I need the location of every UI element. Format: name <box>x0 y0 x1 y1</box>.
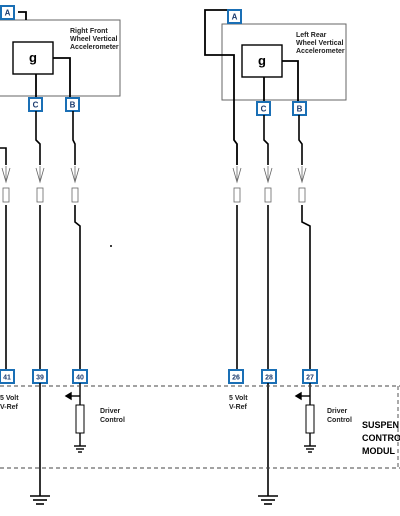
left-rear-sensor-housing <box>221 23 347 101</box>
left-rear-label-line3: Accelerometer <box>296 48 345 55</box>
lr-pin-26: 26 <box>228 369 244 384</box>
rf-driver-control-circuit <box>64 383 86 453</box>
rf-driver-label-line1: Driver <box>100 408 121 415</box>
svg-text:39: 39 <box>36 375 44 382</box>
rf-driver-label-line2: Control <box>100 417 125 424</box>
rf-connector-b: B <box>65 97 80 112</box>
lr-driver-label-line1: Driver <box>327 408 348 415</box>
lr-vref-label-line1: 5 Volt <box>229 395 248 402</box>
right-front-label-line3: Accelerometer <box>70 44 119 51</box>
svg-text:40: 40 <box>76 375 84 382</box>
rf-pin-39: 39 <box>32 369 48 384</box>
scan-artifact-dot <box>110 245 112 247</box>
svg-text:B: B <box>297 105 303 114</box>
lr-driver-control-circuit <box>294 383 316 453</box>
right-front-accelerometer: g Right Front Wheel Vertical Acceleromet… <box>0 19 121 97</box>
module-title-line1: SUSPEN <box>362 420 399 430</box>
rf-pin-41: 41 <box>0 369 15 384</box>
rf-pin-40: 40 <box>72 369 88 384</box>
right-front-inline-splices <box>1 166 80 203</box>
left-rear-g-glyph: g <box>258 53 266 68</box>
lr-connector-a: A <box>227 9 242 24</box>
right-front-g-sensor-element <box>12 41 54 75</box>
left-rear-accelerometer: g Left Rear Wheel Vertical Accelerometer <box>221 23 347 101</box>
svg-text:C: C <box>33 101 39 110</box>
svg-text:28: 28 <box>265 375 273 382</box>
lr-vref-label-line2: V-Ref <box>229 404 248 411</box>
svg-text:A: A <box>232 13 238 22</box>
right-front-label-line1: Right Front <box>70 28 108 35</box>
module-title-line2: CONTRO <box>362 433 400 443</box>
svg-text:26: 26 <box>232 375 240 382</box>
rf-connector-c: C <box>28 97 43 112</box>
rf-connector-a: A <box>0 5 15 20</box>
left-rear-label-line1: Left Rear <box>296 32 327 39</box>
right-front-internal-wiring <box>18 11 71 98</box>
lr-pin-28: 28 <box>261 369 277 384</box>
left-rear-g-sensor-element <box>241 44 283 78</box>
svg-text:B: B <box>70 101 76 110</box>
lr-pin-27: 27 <box>302 369 318 384</box>
svg-text:C: C <box>261 105 267 114</box>
lr-chassis-ground <box>258 383 278 505</box>
right-front-g-glyph: g <box>29 50 37 65</box>
lr-connector-c: C <box>256 101 271 116</box>
rf-vref-label-line2: V-Ref <box>0 404 19 411</box>
svg-text:41: 41 <box>3 375 11 382</box>
suspension-control-module-boundary <box>0 385 400 469</box>
rf-vref-label-line1: 5 Volt <box>0 395 19 402</box>
right-front-harness-wires <box>0 111 81 370</box>
left-rear-harness-wires <box>236 115 311 370</box>
left-rear-label-line2: Wheel Vertical <box>296 40 344 47</box>
rf-chassis-ground <box>30 383 50 505</box>
svg-text:A: A <box>5 9 11 18</box>
left-rear-inline-splices <box>232 166 307 203</box>
lr-connector-b: B <box>292 101 307 116</box>
lr-driver-label-line2: Control <box>327 417 352 424</box>
svg-text:27: 27 <box>306 375 314 382</box>
module-title-line3: MODUL <box>362 446 395 456</box>
right-front-label-line2: Wheel Vertical <box>70 36 118 43</box>
